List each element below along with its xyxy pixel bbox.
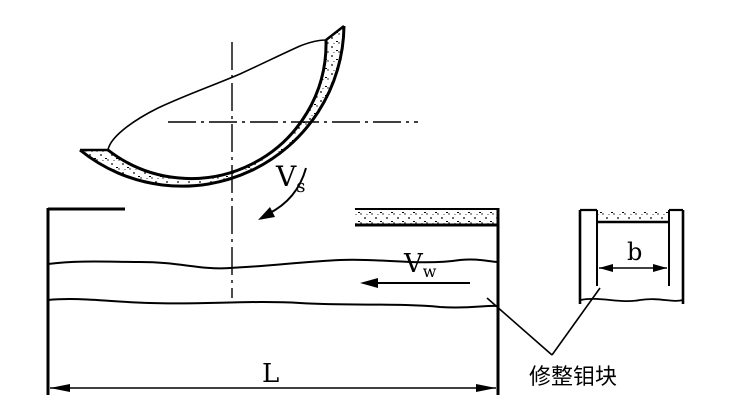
lower-wavy-edge bbox=[47, 298, 499, 309]
width-label: b bbox=[627, 238, 642, 266]
vs-arrow bbox=[258, 167, 307, 220]
length-dimension bbox=[50, 384, 496, 392]
wheel-broken-edge bbox=[107, 39, 327, 151]
upper-wavy-edge bbox=[47, 258, 499, 270]
grinding-wheel bbox=[79, 25, 346, 188]
wheel-abrasive-rim bbox=[82, 27, 344, 175]
callout-label: 修整钼块 bbox=[529, 365, 617, 390]
vw-arrow bbox=[360, 278, 470, 288]
vw-label: Vw bbox=[403, 249, 437, 281]
dressing-block bbox=[578, 208, 685, 304]
center-lines bbox=[168, 42, 418, 298]
vs-label: Vs bbox=[275, 160, 305, 197]
callout-leaders bbox=[486, 287, 601, 356]
length-label: L bbox=[262, 359, 279, 389]
abrasive-strip bbox=[355, 208, 498, 225]
